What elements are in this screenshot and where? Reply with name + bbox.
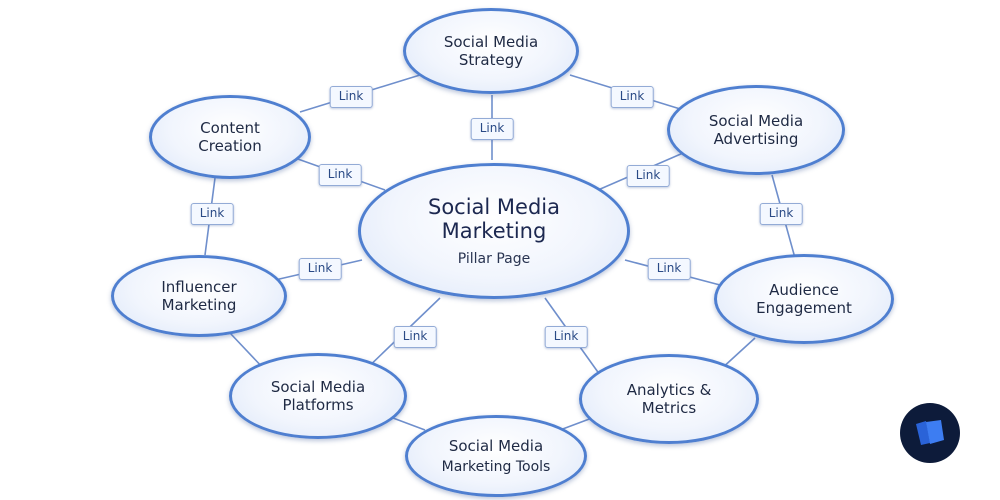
social-media-marketing-tools-node: Social Media Marketing Tools: [405, 415, 587, 497]
node-label: Audience Engagement: [756, 281, 852, 317]
link-tag: Link: [329, 86, 373, 108]
brand-logo-icon: [900, 403, 960, 463]
link-tag: Link: [610, 86, 654, 108]
pillar-page-subtitle: Pillar Page: [457, 251, 531, 267]
node-label: Content Creation: [198, 119, 262, 155]
social-media-strategy-node: Social Media Strategy: [403, 8, 579, 94]
pillar-page-node: Social Media Marketing Pillar Page: [358, 163, 630, 299]
pillar-page-title: Social Media Marketing: [427, 195, 560, 243]
analytics-metrics-node: Analytics & Metrics: [579, 354, 759, 444]
link-tag: Link: [318, 164, 362, 186]
audience-engagement-node: Audience Engagement: [714, 254, 894, 344]
node-label: Analytics & Metrics: [626, 381, 712, 417]
node-label: Social Media Strategy: [443, 33, 539, 69]
link-tag: Link: [393, 326, 437, 348]
link-tag: Link: [470, 118, 514, 140]
node-label: Social Media Platforms: [270, 378, 366, 414]
content-creation-node: Content Creation: [149, 95, 311, 179]
node-label-line2: Marketing Tools: [441, 459, 551, 475]
influencer-marketing-node: Influencer Marketing: [111, 255, 287, 337]
node-label-line1: Social Media: [448, 437, 544, 455]
brand-logo-mark: [916, 420, 944, 445]
link-tag: Link: [298, 258, 342, 280]
link-tag: Link: [190, 203, 234, 225]
link-tag: Link: [647, 258, 691, 280]
social-media-platforms-node: Social Media Platforms: [229, 353, 407, 439]
link-tag: Link: [544, 326, 588, 348]
link-tag: Link: [626, 165, 670, 187]
link-tag: Link: [759, 203, 803, 225]
node-label: Social Media Advertising: [708, 112, 804, 148]
node-label: Influencer Marketing: [161, 278, 237, 314]
social-media-advertising-node: Social Media Advertising: [667, 85, 845, 175]
